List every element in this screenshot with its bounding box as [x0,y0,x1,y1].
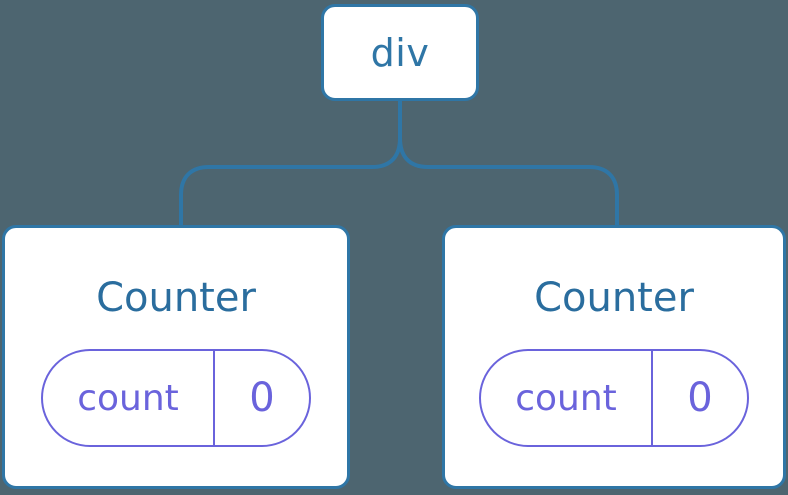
state-key-cell: count [481,351,651,445]
root-node: div [321,4,479,101]
state-value-cell: 0 [213,351,309,445]
state-pill: count 0 [41,349,311,447]
state-value: 0 [249,375,275,421]
state-pill: count 0 [479,349,749,447]
state-key: count [77,377,179,419]
state-key: count [515,377,617,419]
root-node-label: div [370,30,430,75]
component-name: Counter [534,275,694,321]
connector-branch-left [179,137,402,227]
counter-node-right: Counter count 0 [442,225,786,489]
state-value-cell: 0 [651,351,747,445]
state-key-cell: count [43,351,213,445]
connector-branch-right [398,137,619,227]
component-name: Counter [96,275,256,321]
state-value: 0 [687,375,713,421]
counter-node-left: Counter count 0 [2,225,350,489]
